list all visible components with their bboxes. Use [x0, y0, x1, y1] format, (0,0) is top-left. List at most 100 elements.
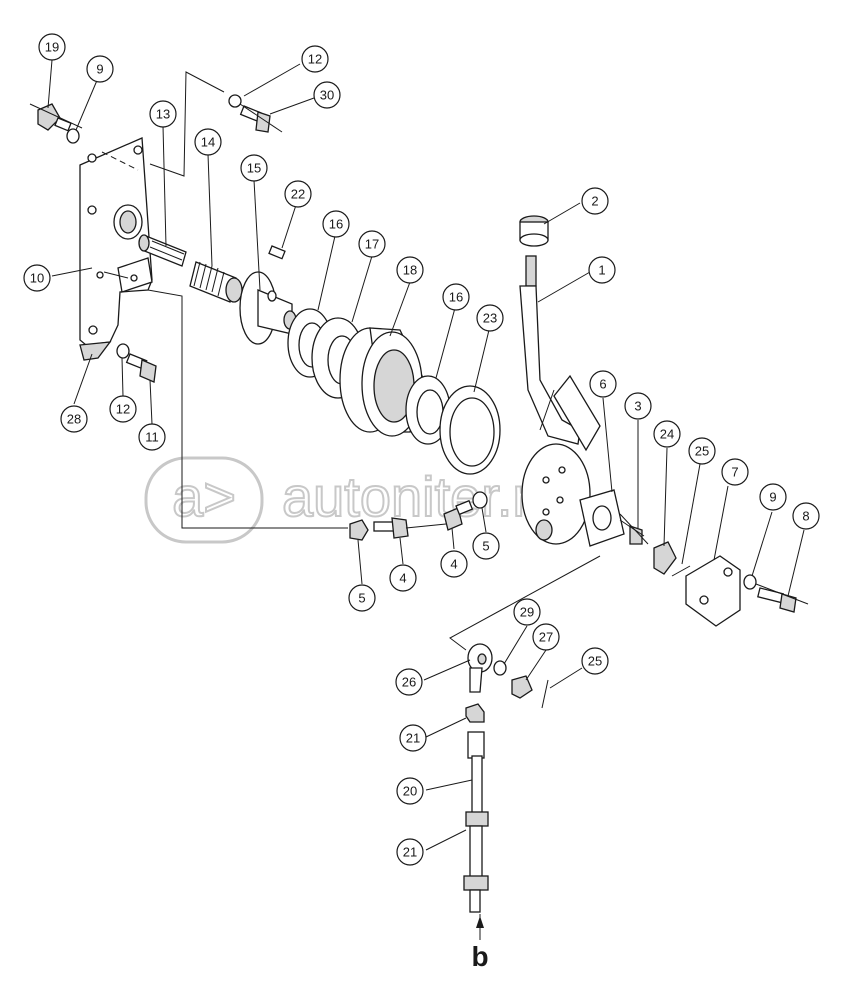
view-label-b: b — [471, 941, 488, 972]
reference-lines — [101, 71, 649, 651]
svg-text:24: 24 — [660, 427, 674, 442]
knob-2 — [519, 215, 549, 247]
callout-23: 23 — [476, 304, 504, 332]
callout-30: 30 — [313, 81, 341, 109]
svg-text:11: 11 — [145, 430, 159, 445]
lever-1 — [519, 255, 601, 452]
watermark-logo-frame — [144, 456, 264, 544]
callout-11: 11 — [138, 423, 166, 451]
callout-24: 24 — [653, 420, 681, 448]
callout-9-second: 9 — [759, 483, 787, 511]
callout-19: 19 — [38, 33, 66, 61]
callout-4-second: 4 — [440, 550, 468, 578]
bolt-8 — [755, 583, 809, 613]
callout-9: 9 — [86, 55, 114, 83]
callout-14: 14 — [194, 128, 222, 156]
callout-17: 17 — [358, 230, 386, 258]
svg-text:5: 5 — [482, 539, 489, 554]
svg-text:8: 8 — [802, 509, 809, 524]
callout-10: 10 — [23, 264, 51, 292]
cover-7 — [685, 555, 741, 627]
callout-22: 22 — [284, 180, 312, 208]
svg-text:21: 21 — [403, 845, 417, 860]
callouts: 19 9 12 30 13 14 15 22 16 17 18 16 23 2 … — [23, 33, 820, 866]
callout-28: 28 — [60, 405, 88, 433]
callout-26: 26 — [395, 668, 423, 696]
callout-21-second: 21 — [396, 838, 424, 866]
bolt-11 — [125, 353, 157, 383]
svg-text:22: 22 — [291, 187, 305, 202]
svg-text:7: 7 — [731, 465, 738, 480]
callout-18: 18 — [396, 256, 424, 284]
svg-text:15: 15 — [247, 161, 261, 176]
view-arrow — [476, 914, 484, 940]
seal-23 — [439, 385, 501, 475]
callout-12: 12 — [301, 45, 329, 73]
bolt-3 — [619, 519, 645, 545]
mounting-bracket — [79, 137, 153, 361]
svg-text:14: 14 — [201, 135, 215, 150]
svg-text:9: 9 — [769, 490, 776, 505]
svg-text:30: 30 — [320, 88, 334, 103]
washer-12-top — [228, 94, 242, 108]
callout-12-second: 12 — [109, 395, 137, 423]
washer-9-left — [66, 128, 80, 144]
svg-text:29: 29 — [520, 605, 534, 620]
svg-text:26: 26 — [402, 675, 416, 690]
svg-text:25: 25 — [695, 444, 709, 459]
rod-assembly — [463, 703, 489, 913]
svg-text:18: 18 — [403, 263, 417, 278]
callout-21: 21 — [399, 724, 427, 752]
bolt-19 — [29, 103, 83, 132]
svg-text:1: 1 — [598, 263, 605, 278]
svg-text:28: 28 — [67, 412, 81, 427]
drum-18 — [339, 327, 425, 437]
svg-text:23: 23 — [483, 311, 497, 326]
callout-5: 5 — [348, 584, 376, 612]
callout-1: 1 — [588, 256, 616, 284]
svg-text:13: 13 — [156, 107, 170, 122]
callout-27: 27 — [532, 623, 560, 651]
svg-text:16: 16 — [329, 217, 343, 232]
bolt-30 — [239, 103, 283, 133]
svg-text:2: 2 — [591, 194, 598, 209]
washer-29 — [493, 660, 507, 676]
bolt-4-middle — [373, 517, 409, 539]
threaded-shaft-13 — [138, 234, 187, 267]
flange-15 — [239, 271, 297, 345]
callout-6: 6 — [589, 370, 617, 398]
svg-text:12: 12 — [308, 52, 322, 67]
nut-5-middle — [349, 519, 369, 541]
callout-15: 15 — [240, 154, 268, 182]
bolt-4-right — [443, 499, 474, 531]
rod-end-26 — [467, 643, 493, 693]
nut-27 — [511, 675, 533, 699]
pin-25-lower — [541, 679, 549, 709]
svg-text:5: 5 — [358, 591, 365, 606]
callout-13: 13 — [149, 100, 177, 128]
svg-text:20: 20 — [403, 784, 417, 799]
svg-text:12: 12 — [116, 402, 130, 417]
key-22 — [268, 245, 286, 260]
svg-text:19: 19 — [45, 40, 59, 55]
callout-5-second: 5 — [472, 532, 500, 560]
svg-text:21: 21 — [406, 731, 420, 746]
svg-text:17: 17 — [365, 237, 379, 252]
watermark-text: autoniter.ru — [282, 465, 562, 528]
svg-text:6: 6 — [599, 377, 606, 392]
svg-text:9: 9 — [96, 62, 103, 77]
washer-5-right — [472, 491, 488, 509]
callout-25: 25 — [688, 437, 716, 465]
callout-4: 4 — [389, 564, 417, 592]
callout-8: 8 — [792, 502, 820, 530]
callout-7: 7 — [721, 458, 749, 486]
callout-20: 20 — [396, 777, 424, 805]
washer-12-left — [116, 343, 130, 359]
callout-16-second: 16 — [442, 283, 470, 311]
callout-29: 29 — [513, 598, 541, 626]
svg-text:27: 27 — [539, 630, 553, 645]
svg-text:3: 3 — [634, 399, 641, 414]
svg-text:16: 16 — [449, 290, 463, 305]
spring-14 — [189, 261, 243, 303]
